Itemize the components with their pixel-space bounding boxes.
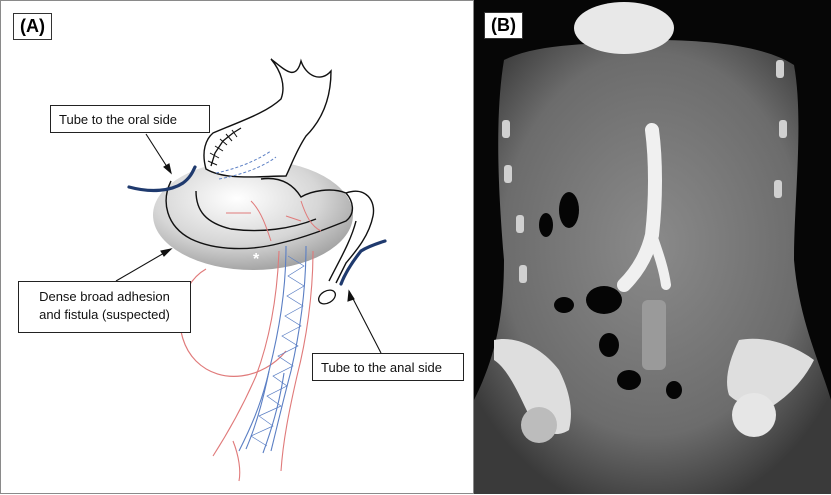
bowel-end <box>316 287 338 306</box>
artery-outline <box>213 251 313 481</box>
stent-graft-mesh <box>251 256 304 446</box>
asterisk-marker: * <box>253 251 259 269</box>
panel-label-a: (A) <box>13 13 52 40</box>
callout-tube-anal-text: Tube to the anal side <box>321 360 442 375</box>
heart <box>574 2 674 54</box>
femoral-head-left <box>521 407 557 443</box>
callout-tube-oral: Tube to the oral side <box>50 105 210 133</box>
stomach-outline <box>204 59 331 177</box>
ct-scan-drawing <box>474 0 831 494</box>
schematic-drawing <box>1 1 475 495</box>
aneurysm-sac-outline <box>180 269 286 376</box>
panel-a-schematic: (A) Tube to the oral side Dense broad ad… <box>0 0 474 494</box>
callout-adhesion-line1: Dense broad adhesion <box>27 288 182 306</box>
tube-anal <box>341 241 385 284</box>
callout-tube-oral-text: Tube to the oral side <box>59 112 177 127</box>
callout-adhesion-line2: and fistula (suspected) <box>27 306 182 324</box>
lumbar-spine <box>642 300 666 370</box>
panel-label-b: (B) <box>484 12 523 39</box>
panel-b-ct-image: (B) <box>474 0 831 494</box>
callout-tube-anal: Tube to the anal side <box>312 353 464 381</box>
femoral-head-right <box>732 393 776 437</box>
callout-adhesion: Dense broad adhesion and fistula (suspec… <box>18 281 191 333</box>
stent-graft <box>239 246 306 453</box>
